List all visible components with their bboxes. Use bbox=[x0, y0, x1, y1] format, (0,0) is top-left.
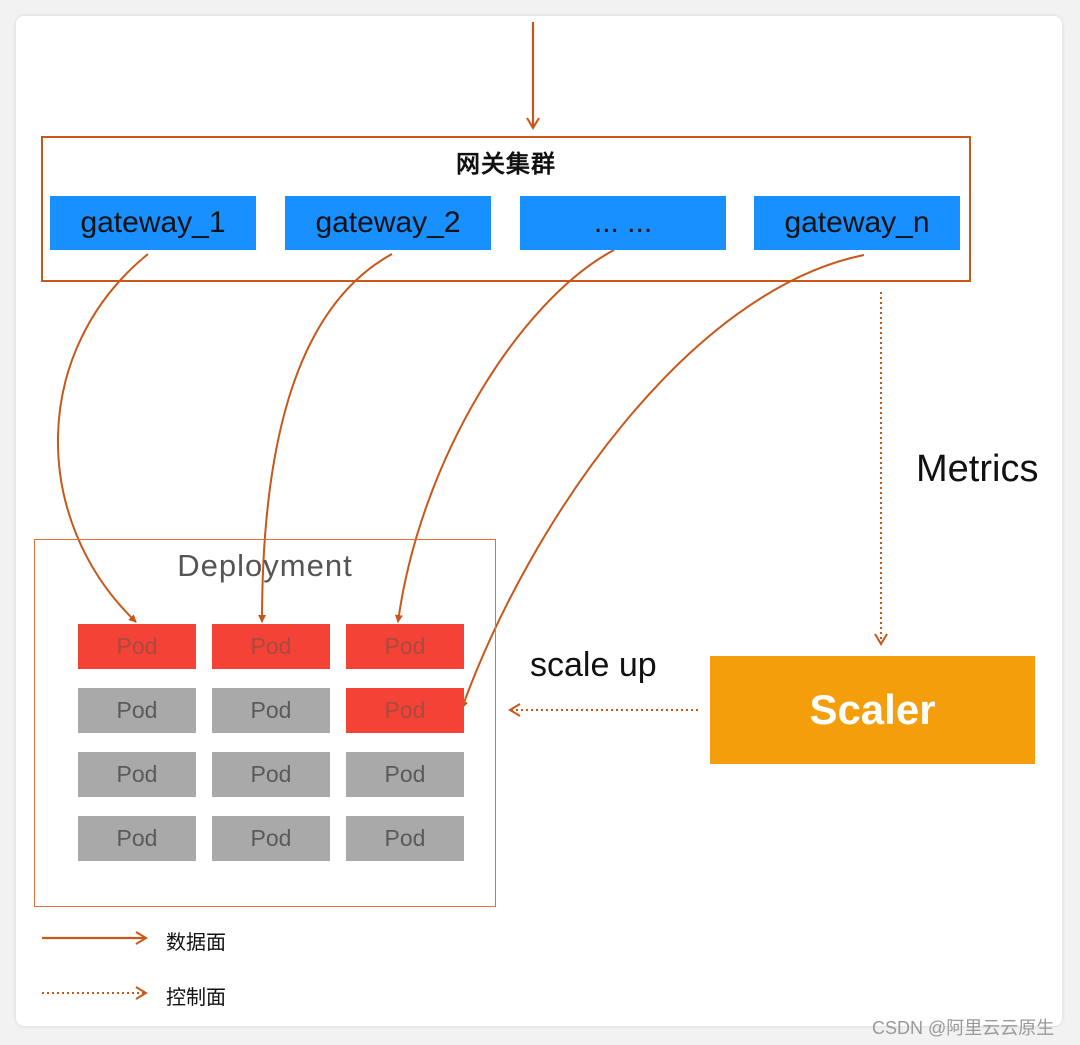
legend-data-plane: 数据面 bbox=[166, 932, 226, 954]
gateway-node-2: gateway_2 bbox=[285, 196, 491, 250]
pod-r3c3: Pod bbox=[346, 752, 464, 797]
pod-r4c2: Pod bbox=[212, 816, 330, 861]
pod-r3c2: Pod bbox=[212, 752, 330, 797]
data-arrow-gatewayn bbox=[460, 254, 865, 709]
data-arrow-gateway3 bbox=[394, 249, 615, 623]
scale-up-label: scale up bbox=[530, 646, 657, 684]
data-arrow-gateway1 bbox=[57, 253, 149, 623]
deployment-title: Deployment bbox=[177, 548, 353, 583]
pod-r1c1: Pod bbox=[78, 624, 196, 669]
pod-r3c1: Pod bbox=[78, 752, 196, 797]
metrics-label: Metrics bbox=[916, 448, 1039, 490]
pod-r1c2: Pod bbox=[212, 624, 330, 669]
legend-control-plane: 控制面 bbox=[166, 987, 226, 1009]
pod-r2c2: Pod bbox=[212, 688, 330, 733]
pod-r4c1: Pod bbox=[78, 816, 196, 861]
gateway-cluster-box: 网关集群 bbox=[41, 136, 971, 282]
scaler-node: Scaler bbox=[710, 656, 1035, 764]
deployment-box: Deployment bbox=[34, 539, 496, 907]
pod-r4c3: Pod bbox=[346, 816, 464, 861]
pod-r2c3: Pod bbox=[346, 688, 464, 733]
pod-r2c1: Pod bbox=[78, 688, 196, 733]
gateway-node-1: gateway_1 bbox=[50, 196, 256, 250]
gateway-cluster-title: 网关集群 bbox=[456, 151, 556, 178]
pod-r1c3: Pod bbox=[346, 624, 464, 669]
watermark: CSDN @阿里云云原生 bbox=[872, 1018, 1055, 1038]
gateway-node-n: gateway_n bbox=[754, 196, 960, 250]
gateway-node-ellipsis: ... ... bbox=[520, 196, 726, 250]
